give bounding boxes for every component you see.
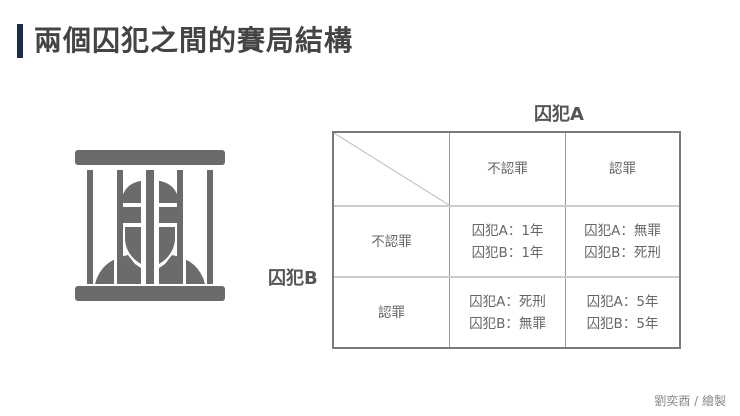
- prisoner-behind-bars-icon: [75, 150, 225, 301]
- payoff-matrix: 不認罪 認罪 不認罪 囚犯A：1年 囚犯B：1年 囚犯A：無罪 囚犯B：死刑 認…: [332, 131, 681, 349]
- corner-diagonal: [334, 133, 449, 205]
- payoff-b: 囚犯B：5年: [586, 315, 659, 332]
- column-divider: [565, 133, 566, 347]
- payoff-a: 囚犯A：5年: [586, 293, 659, 310]
- payoff-a: 囚犯A：無罪: [584, 222, 661, 239]
- row-header-not-confess: 不認罪: [371, 233, 412, 250]
- page-title: 兩個囚犯之間的賽局結構: [34, 24, 354, 57]
- payoff-a: 囚犯A：1年: [471, 222, 544, 239]
- title-accent-bar: [17, 24, 23, 58]
- column-player-label: 囚犯A: [534, 104, 584, 125]
- payoff-b: 囚犯B：1年: [471, 244, 544, 261]
- payoff-b: 囚犯B：無罪: [469, 315, 546, 332]
- author-credit: 劉奕酉 / 繪製: [654, 394, 726, 408]
- column-header-not-confess: 不認罪: [487, 161, 528, 177]
- payoff-a: 囚犯A：死刑: [469, 293, 546, 310]
- column-header-confess: 認罪: [609, 161, 636, 177]
- row-header-confess: 認罪: [378, 304, 405, 321]
- row-divider: [334, 276, 679, 278]
- column-divider: [449, 133, 450, 347]
- payoff-cell: 囚犯A：1年 囚犯B：1年: [450, 207, 565, 276]
- payoff-b: 囚犯B：死刑: [584, 244, 661, 261]
- row-divider: [334, 205, 679, 207]
- payoff-cell: 囚犯A：死刑 囚犯B：無罪: [450, 278, 565, 347]
- payoff-cell: 囚犯A：5年 囚犯B：5年: [566, 278, 679, 347]
- payoff-cell: 囚犯A：無罪 囚犯B：死刑: [566, 207, 679, 276]
- row-player-label: 囚犯B: [268, 268, 318, 289]
